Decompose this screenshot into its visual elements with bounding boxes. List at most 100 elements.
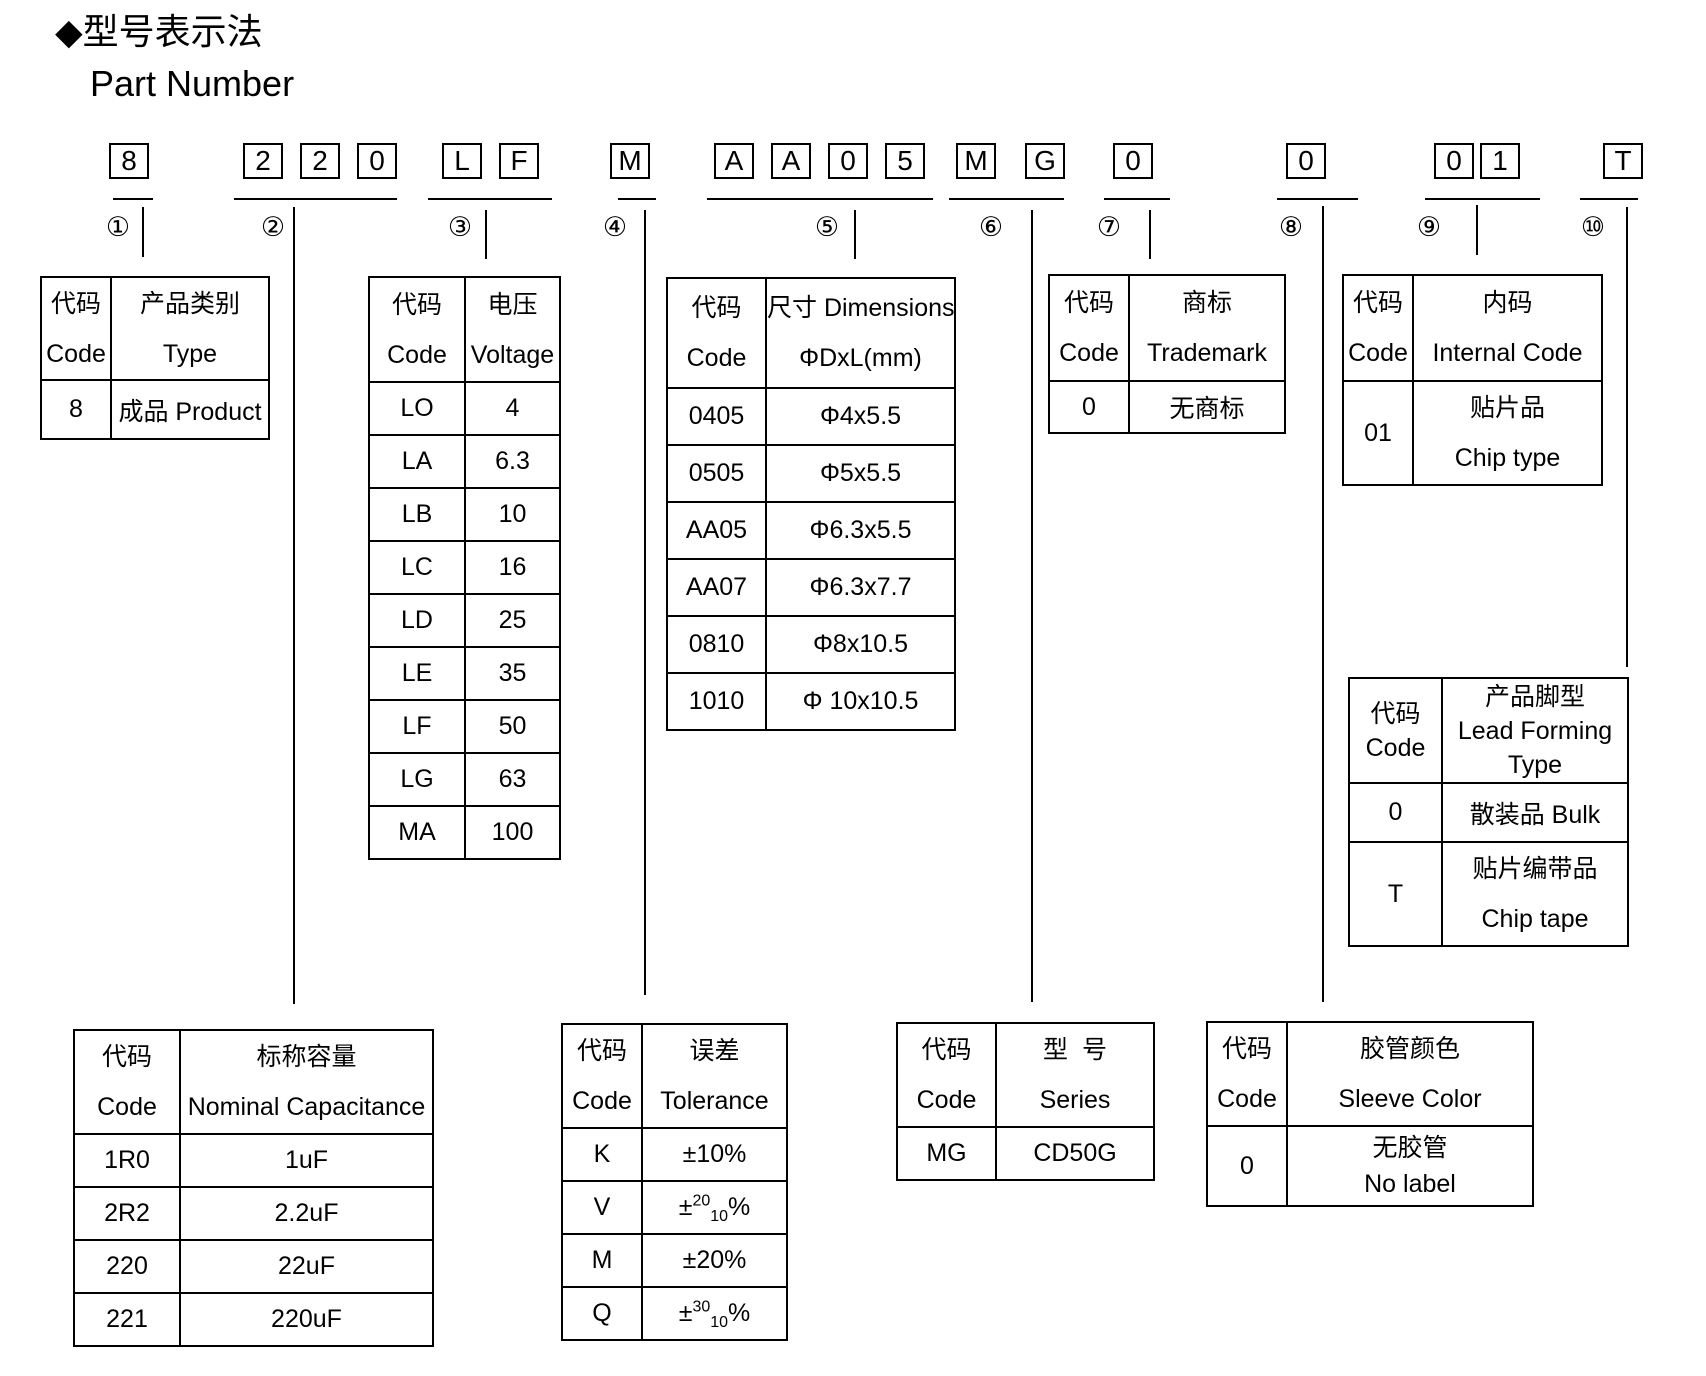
value-cell: Φ6.3x5.5 bbox=[765, 501, 956, 560]
part-char-box: 2 bbox=[243, 143, 283, 179]
circled-number: ③ bbox=[447, 212, 473, 242]
value-cell: 成品 Product bbox=[110, 379, 270, 440]
code-cell: Q bbox=[561, 1286, 643, 1341]
value-cell: Φ8x10.5 bbox=[765, 615, 956, 674]
part-char-box: 1 bbox=[1480, 143, 1520, 179]
code-cell: 0 bbox=[1048, 380, 1130, 434]
part-char-box: A bbox=[771, 143, 811, 179]
part-char-box: G bbox=[1025, 143, 1065, 179]
value-cell: 16 bbox=[464, 540, 561, 595]
code-cell: LD bbox=[368, 593, 466, 648]
value-cell: 1uF bbox=[179, 1133, 434, 1188]
part-char-box: A bbox=[714, 143, 754, 179]
code-cell: M bbox=[561, 1233, 643, 1288]
value-cell: 220uF bbox=[179, 1292, 434, 1347]
value-cell: 无商标 bbox=[1128, 380, 1286, 434]
connector-line bbox=[142, 207, 144, 257]
circled-number: ② bbox=[260, 212, 286, 242]
code-cell: LE bbox=[368, 646, 466, 701]
value-cell: Φ4x5.5 bbox=[765, 387, 956, 446]
part-char-box: 5 bbox=[885, 143, 925, 179]
group-underline bbox=[234, 198, 397, 200]
code-cell: LA bbox=[368, 434, 466, 489]
code-cell: 0505 bbox=[666, 444, 767, 503]
group-underline bbox=[1580, 198, 1638, 200]
value-cell: Φ5x5.5 bbox=[765, 444, 956, 503]
value-cell: 10 bbox=[464, 487, 561, 542]
circled-number: ⑤ bbox=[814, 212, 840, 242]
value-cell: CD50G bbox=[995, 1126, 1155, 1181]
value-cell: 100 bbox=[464, 805, 561, 860]
part-char-box: M bbox=[956, 143, 996, 179]
table-row: 0 无商标 bbox=[1048, 380, 1286, 434]
code-cell: V bbox=[561, 1180, 643, 1235]
part-char-box: F bbox=[499, 143, 539, 179]
table-row: MG CD50G bbox=[896, 1126, 1155, 1181]
code-cell: K bbox=[561, 1127, 643, 1182]
group-underline bbox=[1277, 198, 1358, 200]
table-row: 0 散装品 Bulk bbox=[1348, 782, 1629, 843]
code-cell: AA07 bbox=[666, 558, 767, 617]
connector-line bbox=[293, 207, 295, 1004]
connector-line bbox=[1031, 210, 1033, 1002]
code-cell: LC bbox=[368, 540, 466, 595]
part-char-box: 0 bbox=[1113, 143, 1153, 179]
connector-line bbox=[1322, 206, 1324, 1002]
group-underline bbox=[1425, 198, 1540, 200]
table-row: Q ±3010% bbox=[561, 1286, 788, 1341]
group-underline bbox=[113, 198, 153, 200]
part-char-box: 2 bbox=[300, 143, 340, 179]
circled-number: ⑨ bbox=[1416, 212, 1442, 242]
part-char-box: 0 bbox=[1286, 143, 1326, 179]
value-cell: 50 bbox=[464, 699, 561, 754]
circled-number: ⑦ bbox=[1096, 212, 1122, 242]
connector-line bbox=[644, 210, 646, 995]
group-underline bbox=[618, 198, 656, 200]
group-underline bbox=[1104, 198, 1170, 200]
connector-line bbox=[1476, 205, 1478, 255]
part-char-box: 0 bbox=[357, 143, 397, 179]
code-cell: 2R2 bbox=[73, 1186, 181, 1241]
circled-number: ① bbox=[105, 212, 131, 242]
value-cell: ±10% bbox=[641, 1127, 788, 1182]
value-cell: Φ6.3x7.7 bbox=[765, 558, 956, 617]
value-cell: 6.3 bbox=[464, 434, 561, 489]
code-cell: LF bbox=[368, 699, 466, 754]
part-char-box: 0 bbox=[828, 143, 868, 179]
code-cell: T bbox=[1348, 841, 1443, 947]
